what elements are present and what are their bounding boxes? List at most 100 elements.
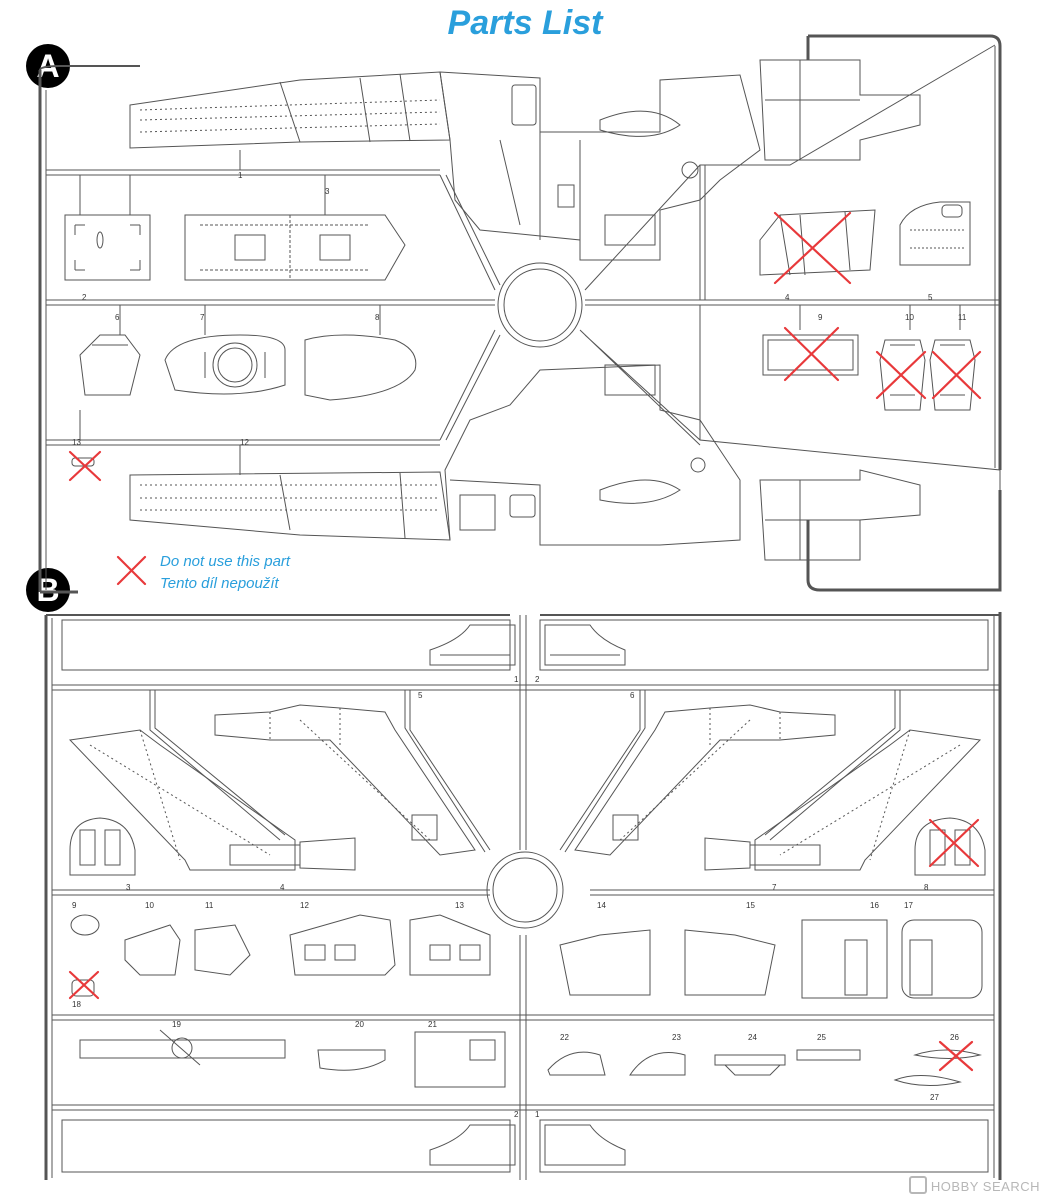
label-b4: 4 bbox=[280, 883, 285, 892]
part-a10-seat bbox=[879, 339, 926, 411]
label-a11: 11 bbox=[958, 313, 967, 322]
label-b10: 10 bbox=[145, 901, 154, 910]
label-b7: 7 bbox=[772, 883, 777, 892]
label-b1-top: 1 bbox=[514, 675, 519, 684]
part-b17 bbox=[901, 919, 983, 999]
part-a12-fuselage-half bbox=[129, 364, 921, 561]
label-b20: 20 bbox=[355, 1020, 364, 1029]
part-b24 bbox=[714, 1054, 786, 1076]
part-b14-panel bbox=[559, 929, 651, 996]
part-a1-fuselage-half bbox=[129, 59, 921, 261]
label-a8: 8 bbox=[375, 313, 380, 322]
label-b21: 21 bbox=[428, 1020, 437, 1029]
label-a12: 12 bbox=[240, 438, 249, 447]
label-b17: 17 bbox=[904, 901, 913, 910]
part-b5-wing bbox=[214, 704, 476, 856]
part-number-labels-a: 1 2 3 4 5 6 7 8 9 10 11 12 13 bbox=[72, 171, 967, 447]
part-b15-panel bbox=[684, 929, 776, 996]
cross-b18-icon bbox=[68, 970, 100, 1000]
hobby-search-logo-icon bbox=[908, 1176, 927, 1194]
part-a11-seat bbox=[929, 339, 976, 411]
part-b9 bbox=[70, 914, 100, 936]
label-b16: 16 bbox=[870, 901, 879, 910]
part-a13 bbox=[71, 457, 95, 467]
part-b7-wing bbox=[704, 729, 982, 871]
label-b18: 18 bbox=[72, 1000, 81, 1009]
part-a6 bbox=[79, 334, 141, 396]
sprue-b-frame bbox=[44, 612, 1002, 1180]
part-b22 bbox=[547, 1051, 606, 1076]
part-b1-b2-top bbox=[429, 624, 626, 666]
label-b15: 15 bbox=[746, 901, 755, 910]
cross-a11-icon bbox=[931, 350, 982, 400]
cross-a4-icon bbox=[773, 211, 852, 285]
label-b6: 6 bbox=[630, 691, 635, 700]
label-a2: 2 bbox=[82, 293, 87, 302]
part-b13-panel bbox=[409, 914, 491, 976]
part-b19-rotor bbox=[79, 1029, 286, 1066]
label-a5: 5 bbox=[928, 293, 933, 302]
sprue-a-frame bbox=[38, 34, 1002, 594]
sprue-badge-b: B bbox=[26, 568, 70, 612]
label-a1: 1 bbox=[238, 171, 243, 180]
part-b10 bbox=[124, 924, 181, 976]
label-b8: 8 bbox=[924, 883, 929, 892]
part-a7-bulkhead-ring bbox=[164, 334, 286, 395]
part-a2 bbox=[64, 214, 151, 281]
part-b25 bbox=[796, 1049, 861, 1061]
label-a4: 4 bbox=[785, 293, 790, 302]
part-b23 bbox=[629, 1052, 686, 1076]
part-b21 bbox=[414, 1031, 506, 1088]
label-b25: 25 bbox=[817, 1033, 826, 1042]
part-number-labels-b: 1 2 3 4 5 6 7 8 9 10 11 12 13 14 15 16 1… bbox=[72, 675, 959, 1119]
legend-text-cz: Tento díl nepoužít bbox=[160, 575, 279, 592]
page-title: Parts List bbox=[447, 4, 603, 42]
cross-a9-icon bbox=[783, 326, 840, 382]
label-a9: 9 bbox=[818, 313, 823, 322]
part-a8 bbox=[304, 334, 417, 401]
part-b20 bbox=[317, 1049, 386, 1071]
part-b12-panel bbox=[289, 914, 396, 976]
label-a3: 3 bbox=[325, 187, 330, 196]
cross-a13-icon bbox=[68, 450, 102, 482]
label-b27: 27 bbox=[930, 1093, 939, 1102]
label-b2-bottom: 2 bbox=[514, 1110, 519, 1119]
label-a7: 7 bbox=[200, 313, 205, 322]
label-a10: 10 bbox=[905, 313, 914, 322]
label-b22: 22 bbox=[560, 1033, 569, 1042]
part-b11 bbox=[194, 924, 251, 976]
do-not-use-marks bbox=[68, 211, 982, 1072]
part-b6-wing bbox=[574, 704, 836, 856]
label-b26: 26 bbox=[950, 1033, 959, 1042]
cross-a10-icon bbox=[875, 350, 927, 400]
label-b24: 24 bbox=[748, 1033, 757, 1042]
label-b14: 14 bbox=[597, 901, 606, 910]
part-b26 bbox=[913, 1049, 982, 1059]
watermark: HOBBY SEARCH bbox=[908, 1176, 1040, 1194]
part-b3 bbox=[69, 817, 136, 876]
label-b12: 12 bbox=[300, 901, 309, 910]
label-a13: 13 bbox=[72, 438, 81, 447]
cross-b26-icon bbox=[938, 1040, 974, 1072]
part-b4-wing bbox=[68, 729, 356, 871]
label-b19: 19 bbox=[172, 1020, 181, 1029]
label-b2-top: 2 bbox=[535, 675, 540, 684]
label-b9: 9 bbox=[72, 901, 77, 910]
cross-b8-icon bbox=[928, 818, 980, 868]
watermark-text: HOBBY SEARCH bbox=[930, 1179, 1040, 1194]
part-a4 bbox=[759, 209, 876, 276]
label-b23: 23 bbox=[672, 1033, 681, 1042]
part-b1-b2-bottom bbox=[429, 1124, 626, 1166]
label-b1-bottom: 1 bbox=[535, 1110, 540, 1119]
label-a6: 6 bbox=[115, 313, 120, 322]
legend-text-en: Do not use this part bbox=[160, 553, 291, 570]
part-a9 bbox=[762, 334, 859, 376]
label-b13: 13 bbox=[455, 901, 464, 910]
part-b18 bbox=[71, 979, 95, 997]
part-a3-cockpit-floor bbox=[184, 214, 406, 281]
part-a5-instrument-panel bbox=[899, 201, 971, 266]
part-b16 bbox=[801, 919, 888, 999]
label-b11: 11 bbox=[205, 901, 214, 910]
part-b27 bbox=[893, 1074, 962, 1087]
